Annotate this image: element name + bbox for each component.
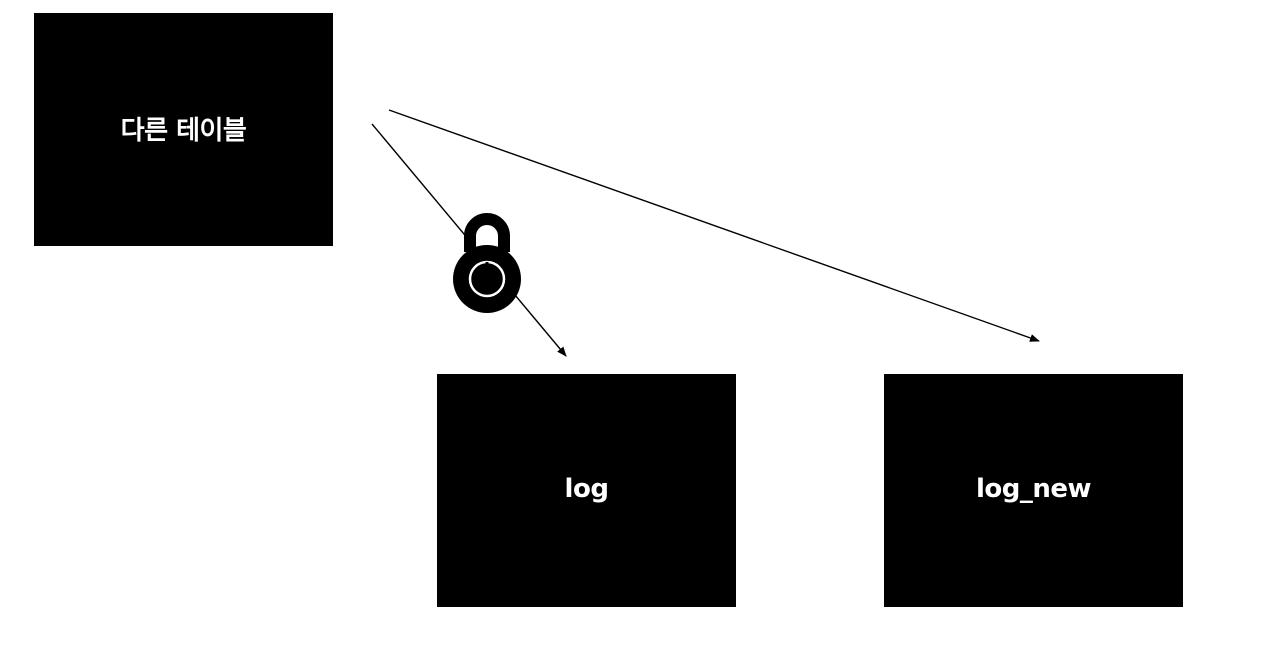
node-label-other-table: 다른 테이블 bbox=[120, 115, 247, 146]
node-other-table: 다른 테이블 bbox=[34, 13, 333, 246]
lock-icon bbox=[453, 213, 521, 313]
node-label-log: log bbox=[564, 473, 609, 504]
edge-other-to-log-new bbox=[388, 109, 1040, 342]
node-log-new: log_new bbox=[884, 374, 1183, 607]
node-label-log-new: log_new bbox=[975, 473, 1092, 504]
node-log: log bbox=[437, 374, 736, 607]
